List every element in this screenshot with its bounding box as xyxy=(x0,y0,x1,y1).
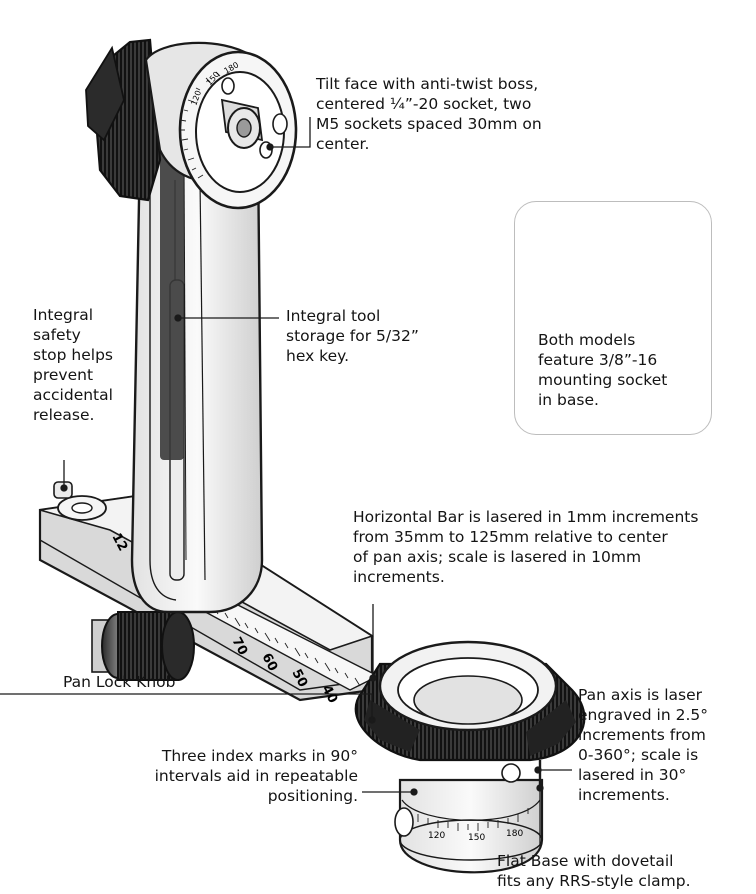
callout-horizontal-bar: Horizontal Bar is lasered in 1mm increme… xyxy=(353,508,699,586)
pan-base: 120 150 180 xyxy=(354,640,586,874)
callout-pan-lock-knob: Pan Lock Knob xyxy=(63,673,176,691)
tilt-scale-ticks xyxy=(179,71,221,179)
leader-tilt-face xyxy=(272,117,311,148)
inset-frame xyxy=(514,201,712,435)
callout-pan-axis: Pan axis is laser engraved in 2.5° incre… xyxy=(578,686,709,804)
vertical-arm xyxy=(130,140,264,614)
pan-scale-150: 150 xyxy=(468,833,485,843)
pan-scale-120: 120 xyxy=(428,831,445,841)
callout-tool-storage: Integral tool storage for 5/32” hex key. xyxy=(286,307,419,365)
pan-scale-180: 180 xyxy=(506,829,523,839)
callout-mounting-socket: Both models feature 3/8”-16 mounting soc… xyxy=(538,331,668,409)
tilt-head: 120 150 180 xyxy=(85,38,298,210)
leader-lines xyxy=(0,117,572,846)
leader-pan-lock-knob xyxy=(0,693,373,718)
callout-index-marks: Three index marks in 90° intervals aid i… xyxy=(154,747,358,805)
callout-flat-base: Flat Base with dovetail fits any RRS-sty… xyxy=(497,852,691,890)
side-lock-knob xyxy=(91,611,195,681)
callout-safety-stop: Integral safety stop helps prevent accid… xyxy=(33,306,113,424)
callout-tilt-face: Tilt face with anti-twist boss, centered… xyxy=(316,75,542,153)
pan-scale-ticks xyxy=(417,808,529,831)
